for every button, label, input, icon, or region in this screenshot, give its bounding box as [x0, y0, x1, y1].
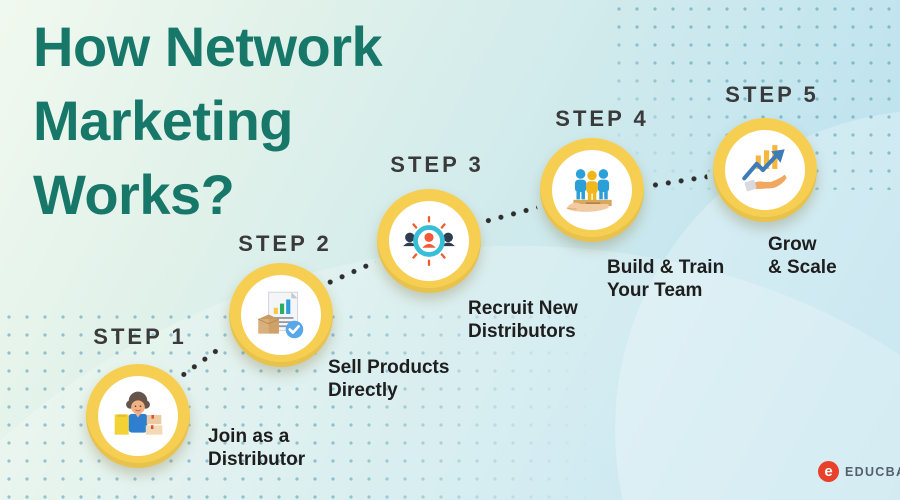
step-3-label: STEP 3: [390, 152, 484, 177]
step-1-circle: [86, 364, 190, 468]
step-4-caption: Build & Train Your Team: [607, 257, 725, 301]
title-line: How Network: [33, 15, 383, 78]
recruit-distributors-icon: [403, 216, 455, 266]
grow-scale-icon: [742, 145, 787, 192]
title-line: Works?: [33, 163, 235, 226]
step-2-label: STEP 2: [238, 231, 332, 256]
step-4-label: STEP 4: [555, 106, 649, 131]
build-team-icon: [566, 169, 612, 212]
educba-logo: e EDUCBA: [818, 461, 900, 482]
title-line: Marketing: [33, 89, 294, 152]
step-2-circle: [229, 263, 333, 367]
step-1-label: STEP 1: [93, 324, 187, 349]
step-3-caption: Recruit New Distributors: [468, 298, 578, 342]
step-4-circle: [540, 138, 644, 242]
educba-logo-icon: e: [818, 461, 839, 482]
distributor-joining-icon: [114, 391, 163, 435]
step-5-label: STEP 5: [725, 82, 819, 107]
sell-products-icon: [258, 291, 304, 339]
step-5-circle: [713, 118, 817, 222]
educba-logo-text: EDUCBA: [845, 464, 900, 479]
step-3-circle: [377, 189, 481, 293]
page-title: How Network Marketing Works?: [33, 10, 383, 232]
dotted-connector: [484, 204, 539, 225]
step-2-caption: Sell Products Directly: [328, 357, 450, 401]
step-5-caption: Grow & Scale: [768, 234, 837, 278]
step-1-caption: Join as a Distributor: [208, 426, 306, 470]
